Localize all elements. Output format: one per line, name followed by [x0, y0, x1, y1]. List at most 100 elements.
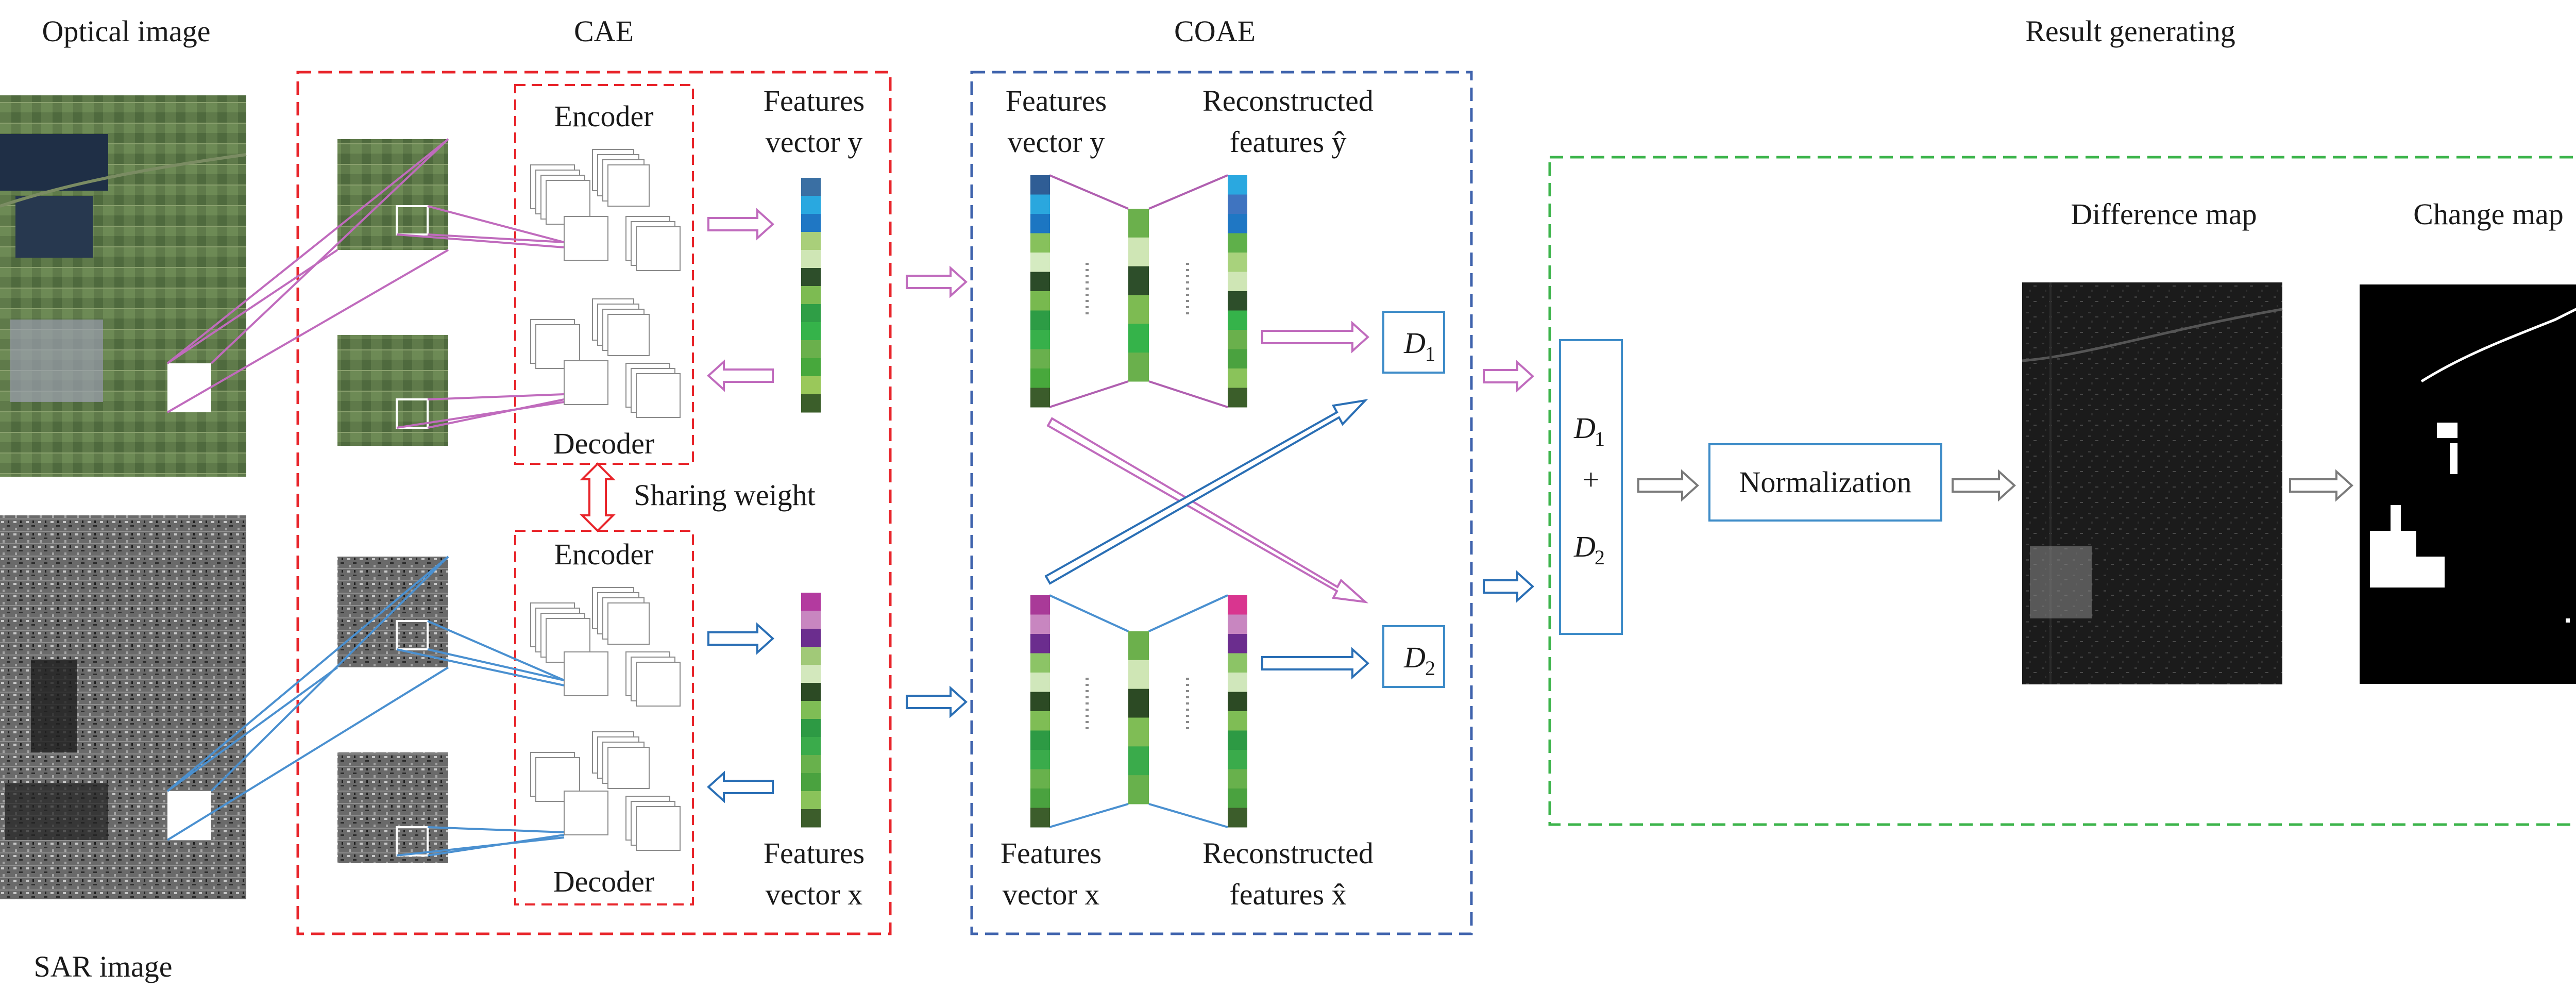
feature-cell: [801, 196, 821, 214]
feature-cell: [1030, 233, 1050, 253]
feature-cell: [1030, 692, 1050, 712]
feature-cell: [1128, 746, 1149, 776]
d2-box: D 2: [1382, 625, 1445, 688]
coae-rec-x-line2: features x̂: [1229, 878, 1346, 911]
optical-patch-decoder: [337, 335, 448, 446]
normalization-box: Normalization: [1708, 443, 1942, 522]
difference-to-change-arrow: [2289, 469, 2353, 502]
optical-projection-lines: [166, 138, 449, 413]
cae-encoder-bottom-label: Encoder: [554, 538, 653, 571]
feature-cell: [1030, 614, 1050, 634]
coae-panel-border: [970, 71, 1473, 935]
svg-text:+: +: [1583, 463, 1600, 496]
feature-cell: [1030, 653, 1050, 673]
feature-cell: [1128, 209, 1149, 238]
feature-cell: [1030, 711, 1050, 731]
feature-cell: [801, 322, 821, 341]
feature-cell: [1228, 673, 1247, 692]
feature-cell: [1228, 711, 1247, 731]
svg-text:Normalization: Normalization: [1739, 465, 1911, 499]
cross-arrow-to-d1: [1044, 399, 1368, 585]
feature-cell: [801, 376, 821, 395]
coae-x-output-vector: [1228, 595, 1247, 828]
feature-cell: [1030, 330, 1050, 349]
cae-top-encode-arrow: [707, 208, 774, 241]
feature-cell: [1030, 388, 1050, 408]
feature-cell: [1128, 353, 1149, 382]
feature-cell: [1128, 324, 1149, 353]
feature-cell: [801, 358, 821, 377]
feature-cell: [801, 286, 821, 305]
coae-y-input-vector: [1030, 175, 1050, 408]
cae-bottom-decode-arrow: [707, 770, 774, 803]
feature-cell: [801, 250, 821, 269]
feature-cell: [801, 611, 821, 629]
coae-rec-y-line1: Reconstructed: [1202, 84, 1374, 118]
cae-bottom-encoder-layers: [530, 587, 681, 707]
feature-cell: [1228, 614, 1247, 634]
coae-x-hidden-vector: [1128, 631, 1149, 804]
cae-features-x-line1: Features: [764, 836, 865, 870]
feature-cell: [1030, 291, 1050, 311]
cae-panel-border: [296, 71, 892, 935]
feature-cell: [801, 394, 821, 413]
coae-in-x-line1: Features: [1001, 836, 1102, 870]
coae-rec-y-line2: features ŷ: [1229, 125, 1346, 159]
cae-bottom-connect-lines: [396, 620, 565, 857]
feature-cell: [1030, 175, 1050, 195]
cae-top-connect-lines: [396, 205, 565, 429]
feature-cell: [1030, 368, 1050, 388]
cae-encoder-top-label: Encoder: [554, 99, 653, 133]
feature-cell: [801, 268, 821, 287]
feature-cell: [1128, 775, 1149, 804]
cae-to-coae-y-arrow: [906, 265, 968, 298]
feature-cell: [1228, 272, 1247, 292]
feature-cell: [801, 178, 821, 196]
coae-ellipsis-dots: [1086, 263, 1189, 729]
normalization-to-difference-arrow: [1952, 469, 2016, 502]
cae-decoder-bottom-label: Decoder: [553, 865, 654, 898]
coae-in-x-line2: vector x: [1003, 878, 1099, 911]
feature-cell: [801, 737, 821, 756]
cae-top-encoder-layers: [530, 149, 681, 271]
cae-features-x-line2: vector x: [766, 878, 862, 911]
coae-x-to-d2-arrow: [1261, 647, 1369, 680]
feature-cell: [801, 773, 821, 792]
feature-cell: [1228, 634, 1247, 653]
sharing-weight-label: Sharing weight: [634, 478, 816, 512]
feature-cell: [801, 665, 821, 683]
feature-cell: [801, 304, 821, 323]
cae-bottom-decoder-layers: [530, 731, 681, 851]
feature-cell: [1228, 788, 1247, 808]
optical-image: [0, 95, 247, 477]
cae-decoder-top-label: Decoder: [553, 427, 654, 460]
feature-cell: [1228, 330, 1247, 349]
svg-text:1: 1: [1595, 427, 1605, 450]
feature-cell: [1128, 237, 1149, 267]
difference-map-label: Difference map: [2071, 197, 2257, 231]
feature-cell: [801, 809, 821, 828]
feature-cell: [801, 683, 821, 701]
svg-text:D: D: [1403, 326, 1426, 360]
feature-cell: [801, 629, 821, 647]
svg-text:1: 1: [1425, 342, 1435, 365]
coae-bottom-hourglass: [1049, 594, 1228, 828]
feature-cell: [1030, 634, 1050, 653]
feature-cell: [1228, 253, 1247, 272]
cae-features-y-line1: Features: [764, 84, 865, 118]
feature-cell: [801, 719, 821, 737]
cae-features-x-vector: [801, 593, 821, 828]
feature-cell: [1030, 310, 1050, 330]
result-title: Result generating: [2025, 14, 2235, 48]
change-map-image: [2360, 284, 2576, 684]
feature-cell: [1228, 175, 1247, 195]
sum-box: D 1 + D 2: [1559, 339, 1623, 635]
coae-in-y-line2: vector y: [1008, 125, 1105, 159]
cae-bottom-network-box: [514, 530, 694, 905]
cae-top-decode-arrow: [707, 359, 774, 392]
coae-title: COAE: [1174, 14, 1256, 48]
feature-cell: [801, 791, 821, 810]
cae-features-y-line2: vector y: [766, 125, 862, 159]
cae-to-coae-x-arrow: [906, 685, 968, 718]
